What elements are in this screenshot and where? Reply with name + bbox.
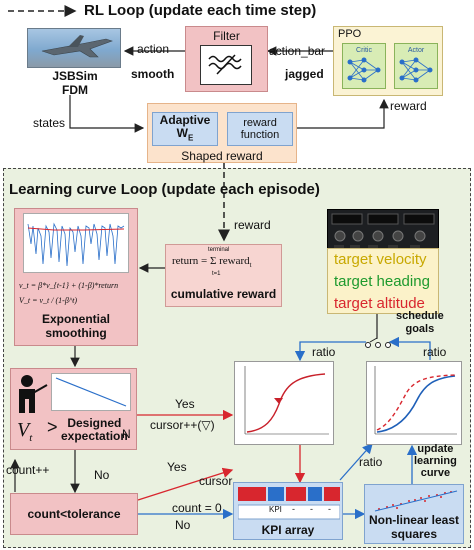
cursor-learning-curve-plot [234, 361, 334, 445]
count-tolerance-block: count<tolerance [10, 493, 138, 535]
cumulative-reward-label: cumulative reward [170, 287, 277, 301]
no-label-1: No [94, 468, 110, 482]
filter-icon [200, 45, 252, 85]
kpi-array-label: KPI array [261, 523, 315, 537]
fitted-learning-curve-plot [366, 361, 462, 445]
cursor-plus-label: cursor++(▽) [150, 418, 215, 432]
target-goals-list: target velocity target heading target al… [327, 248, 439, 314]
jsbsim-aircraft-image [27, 28, 121, 68]
sum-bottom: t=1 [212, 271, 221, 277]
reward-function-block: reward function [227, 112, 293, 146]
jsbsim-label: JSBSim FDM [52, 69, 98, 97]
smoothing-equation-2: V_t = v_t / (1-β^t) [19, 296, 78, 305]
filter-block: Filter [185, 26, 268, 92]
no-label-2: No [175, 518, 191, 532]
update-learning-curve-label: update learning curve [414, 443, 457, 479]
sum-top: terminal [208, 247, 230, 253]
actor-network-icon [399, 57, 433, 82]
ppo-label: PPO [338, 28, 362, 40]
count-plus-label: count++ [6, 463, 50, 477]
kpi-table-graphic [238, 487, 340, 520]
ratio-left-label: ratio [312, 345, 336, 359]
designed-expectation-block: Vt > Designed expectation N [10, 368, 137, 450]
yes-label-2: Yes [167, 460, 187, 474]
adaptive-we-block: Adaptive WE [152, 112, 218, 146]
return-formula: return = Σ rewardt [172, 255, 252, 269]
kpi-cell-2: - [310, 504, 313, 514]
target-heading-item: target heading [334, 273, 430, 290]
return-formula-sub: t [249, 261, 252, 270]
kpi-array-block: KPI - - - KPI array [233, 482, 343, 540]
ratio-right-label: ratio [423, 345, 447, 359]
target-velocity-item: target velocity [334, 251, 427, 268]
exponential-smoothing-block: v_t = β*v_{t-1} + (1-β)*return V_t = v_t… [14, 208, 138, 346]
action-bar-label: action_bar [269, 44, 326, 58]
count-tolerance-label: count<tolerance [27, 507, 121, 521]
greater-than: > [47, 417, 58, 437]
kpi-cell-1: - [292, 504, 295, 514]
nonlinear-label: Non-linear least squares [368, 513, 460, 541]
learning-loop-title: Learning curve Loop (update each episode… [9, 181, 320, 198]
reward-noise-plot [23, 213, 129, 273]
reward-function-label: reward function [240, 117, 280, 141]
presenter-icon [19, 375, 48, 413]
actor-label: Actor [407, 46, 425, 54]
v-greater-expression: Vt [17, 419, 32, 444]
expectation-plot [51, 373, 131, 411]
jagged-label: jagged [285, 67, 324, 81]
scatter-fit-graphic [374, 490, 458, 512]
adaptive-label: Adaptive W [159, 112, 211, 140]
ppo-block: PPO Critic Actor [333, 26, 443, 96]
target-altitude-item: target altitude [334, 295, 425, 312]
yes-label-1: Yes [175, 397, 195, 411]
adaptive-sub: E [187, 133, 194, 143]
rl-loop-legend: RL Loop (update each time step) [84, 2, 317, 19]
designed-expectation-label: Designed expectation [61, 416, 128, 443]
kpi-cell-0: KPI [269, 505, 282, 514]
v-t-sub: t [29, 432, 33, 444]
switch-node-icon [365, 333, 391, 348]
return-formula-text: return = Σ reward [172, 255, 250, 267]
reward-label-learning: reward [234, 218, 271, 232]
critic-label: Critic [356, 46, 372, 54]
critic-network-icon [347, 57, 381, 82]
kpi-cell-3: - [328, 504, 331, 514]
cumulative-reward-block: return = Σ rewardt terminal t=1 cumulati… [165, 244, 282, 307]
cockpit-panel-image [327, 209, 439, 254]
smoothing-equation-1: v_t = β*v_{t-1} + (1-β)*return [19, 281, 119, 290]
shaped-reward-label: Shaped reward [181, 149, 263, 163]
states-label: states [33, 116, 66, 130]
filter-label: Filter [213, 29, 240, 43]
schedule-goals-label: schedule goals [396, 310, 444, 335]
ratio-mid-label: ratio [359, 455, 383, 469]
n-label: N [122, 427, 131, 441]
action-label: action [137, 42, 170, 56]
count-zero-label: count = 0 [172, 501, 222, 515]
critic-network: Critic [342, 43, 386, 89]
shaped-reward-block: Adaptive WE reward function Shaped rewar… [147, 103, 297, 163]
v-t-symbol: V [17, 419, 30, 441]
cursor-label: cursor [199, 474, 233, 488]
reward-label-rl: reward [390, 99, 427, 113]
smooth-label: smooth [131, 67, 175, 81]
actor-network: Actor [394, 43, 438, 89]
exponential-smoothing-label: Exponential smoothing [41, 312, 110, 340]
nonlinear-least-squares-block: Non-linear least squares [364, 484, 464, 544]
